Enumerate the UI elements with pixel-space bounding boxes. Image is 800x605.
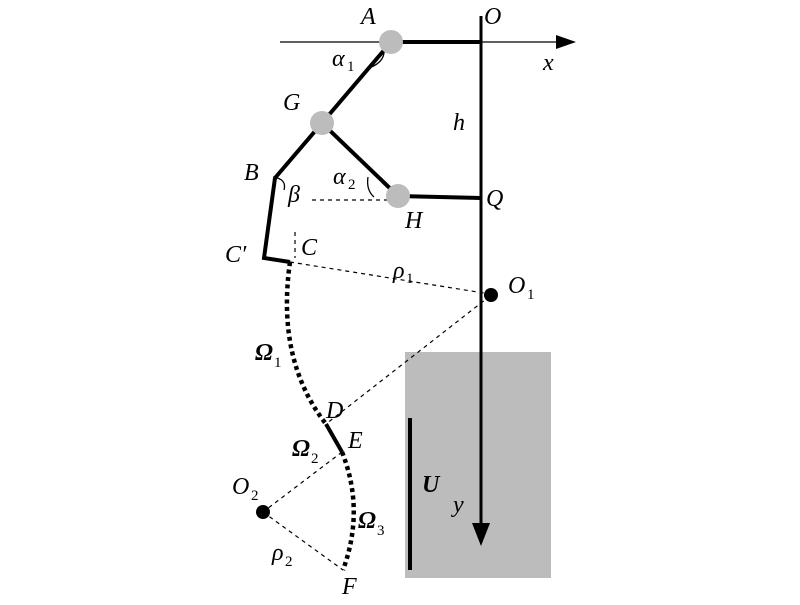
label-o1: O bbox=[508, 273, 525, 299]
label-q: Q bbox=[486, 186, 503, 212]
label-alpha1-sub: 1 bbox=[347, 59, 355, 75]
dashed-o2-e bbox=[262, 451, 343, 513]
dashed-rho1 bbox=[289, 261, 491, 295]
label-omega1-sub: 1 bbox=[274, 355, 282, 371]
label-e: E bbox=[347, 428, 363, 454]
label-omega2-sub: 2 bbox=[311, 451, 319, 467]
arc-omega1 bbox=[284, 261, 328, 426]
label-g: G bbox=[283, 90, 300, 116]
label-alpha2-sub: 2 bbox=[348, 177, 356, 193]
label-f: F bbox=[341, 574, 357, 600]
dashed-rho2 bbox=[262, 511, 344, 571]
center-o2 bbox=[256, 505, 270, 519]
label-a: A bbox=[359, 4, 376, 30]
label-h-height: h bbox=[453, 110, 465, 136]
link-a-g bbox=[320, 40, 393, 125]
y-axis-arrowhead bbox=[472, 523, 490, 546]
label-h-point: H bbox=[404, 208, 424, 234]
segment-omega2 bbox=[324, 423, 344, 453]
label-y: y bbox=[451, 492, 464, 518]
label-o2: O bbox=[232, 474, 249, 500]
label-omega2: Ω bbox=[292, 436, 310, 462]
label-x: x bbox=[542, 50, 554, 76]
angle-arc-alpha1 bbox=[368, 49, 385, 69]
link-h-q bbox=[397, 194, 482, 200]
label-o: O bbox=[484, 4, 501, 30]
joint-h bbox=[386, 184, 410, 208]
link-g-b bbox=[273, 121, 324, 180]
dashed-o1-d bbox=[325, 295, 491, 425]
joint-g bbox=[310, 111, 334, 135]
angle-arc-beta bbox=[272, 176, 286, 191]
center-o1 bbox=[484, 288, 498, 302]
joint-a bbox=[379, 30, 403, 54]
label-alpha2: α bbox=[333, 164, 346, 190]
label-c-prime: C′ bbox=[225, 242, 247, 268]
label-c: C bbox=[301, 235, 318, 261]
label-u: U bbox=[422, 472, 441, 498]
label-o2-sub: 2 bbox=[251, 488, 259, 504]
label-omega3-sub: 3 bbox=[377, 523, 385, 539]
angle-arc-alpha2 bbox=[366, 176, 375, 198]
label-omega3: Ω bbox=[358, 508, 376, 534]
label-rho2-sub: 2 bbox=[285, 554, 293, 570]
label-b: B bbox=[244, 160, 259, 186]
label-rho2: ρ bbox=[271, 540, 284, 566]
arc-omega3 bbox=[339, 451, 356, 571]
label-o1-sub: 1 bbox=[527, 287, 535, 303]
label-beta: β bbox=[287, 182, 300, 208]
label-alpha1: α bbox=[332, 46, 345, 72]
link-b-cprime-c bbox=[261, 177, 291, 264]
label-rho1: ρ bbox=[392, 258, 405, 284]
label-d: D bbox=[325, 398, 343, 424]
label-omega1: Ω bbox=[255, 340, 273, 366]
water-region bbox=[405, 352, 551, 578]
link-g-h bbox=[320, 121, 400, 198]
label-rho1-sub: 1 bbox=[406, 271, 414, 287]
